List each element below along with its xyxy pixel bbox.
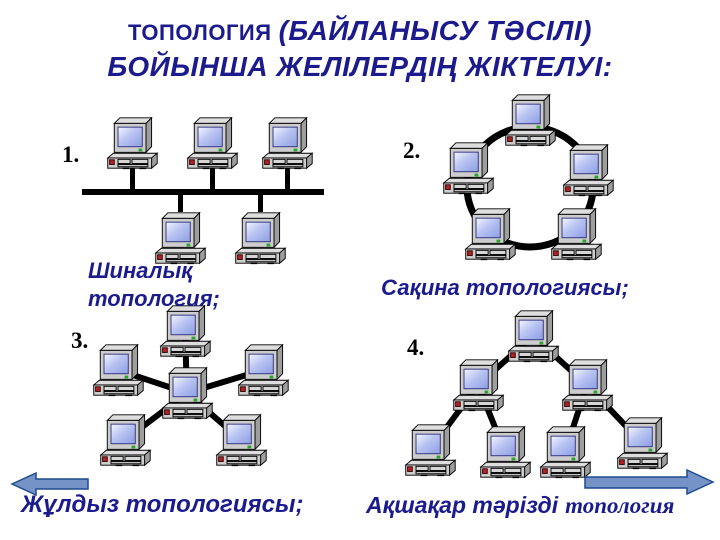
bus-drop-line [130, 168, 135, 190]
diagram-number-tree: 4. [407, 335, 425, 360]
title-line2-text: БОЙЫНША ЖЕЛІЛЕРДІҢ ЖІКТЕЛУІ: [107, 51, 613, 82]
label-tree-serif-part: топология [565, 493, 675, 518]
computer-icon [551, 208, 602, 261]
computer-icon [562, 359, 613, 412]
slide-title: ТОПОЛОГИЯ(БАЙЛАНЫСУ ТӘСІЛІ) БОЙЫНША ЖЕЛІ… [0, 15, 720, 82]
computer-icon [465, 208, 516, 261]
bus-cable [82, 189, 324, 195]
label-bus-topology: Шиналық топология; [88, 258, 220, 311]
bus-drop-line [285, 168, 290, 190]
arrow-right-shape [584, 468, 715, 496]
computer-icon [262, 117, 313, 170]
computer-icon [100, 414, 151, 467]
computer-icon [508, 310, 559, 363]
computer-icon [405, 424, 456, 477]
computer-icon [93, 344, 144, 397]
computer-icon [187, 117, 238, 170]
tree-topology-diagram [405, 310, 668, 479]
title-line1-text: (БАЙЛАНЫСУ ТӘСІЛІ) [278, 15, 592, 46]
computer-icon [238, 344, 289, 397]
computer-icon [453, 359, 504, 412]
computer-icon [235, 212, 286, 265]
computer-icon [480, 426, 531, 479]
bus-topology-diagram [82, 117, 324, 265]
label-tree-bold-part: Ақшақар тәрізді [366, 492, 559, 518]
bus-drop-line [258, 195, 263, 212]
computer-icon [107, 117, 158, 170]
computer-icon-hub [162, 367, 213, 420]
bus-drop-line [178, 195, 183, 212]
computer-icon [443, 142, 494, 195]
title-prefix: ТОПОЛОГИЯ [128, 20, 272, 45]
computer-icon [505, 94, 556, 147]
diagram-number-star: 3. [71, 328, 89, 353]
label-ring-topology: Сақина топологиясы; [381, 275, 629, 300]
arrow-left-shape [10, 471, 89, 497]
computer-icon [160, 305, 211, 358]
arrow-left-icon [10, 471, 89, 497]
diagram-number-ring: 2. [403, 138, 421, 163]
diagram-number-bus: 1. [62, 142, 80, 167]
ring-topology-diagram [443, 94, 614, 261]
computer-icon [617, 417, 668, 470]
computer-icon [216, 414, 267, 467]
star-topology-diagram [93, 305, 289, 467]
computer-icon [563, 144, 614, 197]
label-star-topology: Жұлдыз топологиясы; [21, 491, 304, 518]
title-line-1: ТОПОЛОГИЯ(БАЙЛАНЫСУ ТӘСІЛІ) [0, 15, 720, 51]
bus-drop-line [210, 168, 215, 190]
arrow-right-icon [584, 468, 715, 496]
